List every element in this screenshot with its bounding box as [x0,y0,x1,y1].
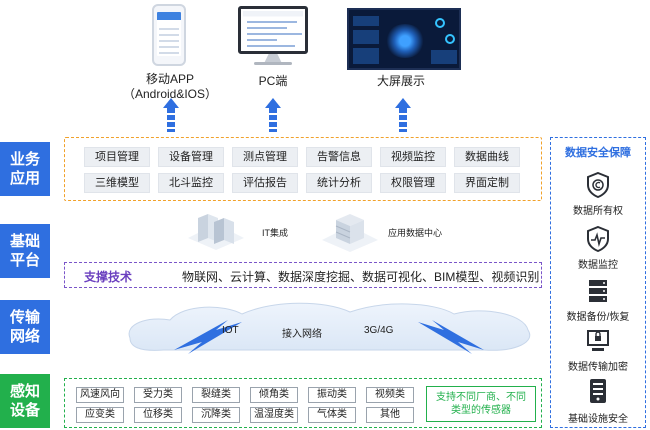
lightning-bolt-right-icon [418,320,484,354]
network-cloud-illustration [128,302,531,354]
module-chip: 数据曲线 [454,147,520,167]
sensor-chip: 视频类 [366,387,414,403]
sensor-chip: 气体类 [308,407,356,423]
layer-label-sensing: 感知设备 [0,374,50,428]
pc-label: PC端 [258,74,288,88]
security-panel [550,137,646,428]
security-item-monitoring: 数据监控 [578,260,618,271]
mobile-app-label: 移动APP [145,72,194,86]
module-chip: 项目管理 [84,147,150,167]
module-chip: 北斗监控 [158,173,224,193]
sensor-chip: 倾角类 [250,387,298,403]
it-integration-icon [188,214,244,250]
layer-label-business: 业务应用 [0,142,50,196]
module-chip: 统计分析 [306,173,372,193]
security-item-ownership: 数据所有权 [573,206,623,217]
network-cellular-label: 3G/4G [364,325,394,336]
pc-base [254,62,292,65]
sensor-chip: 其他 [366,407,414,423]
sensor-frame: 风速风向 受力类 裂缝类 倾角类 振动类 视频类 应变类 位移类 沉降类 温湿度… [64,378,542,428]
sensor-chip: 受力类 [134,387,182,403]
security-item-backup: 数据备份/恢复 [566,312,630,323]
sensor-chip: 应变类 [76,407,124,423]
server-icon [590,379,606,403]
lightning-bolt-left-icon [174,320,242,354]
layer-label-transport: 传输网络 [0,300,50,354]
arrow-up-icon [265,98,281,132]
mobile-platform-label: （Android&IOS） [122,87,218,101]
copyright-shield-icon [587,172,609,198]
sensor-chip: 振动类 [308,387,356,403]
lock-transfer-icon [587,330,609,351]
sensor-chip: 位移类 [134,407,182,423]
pc-monitor-illustration [238,6,308,54]
sensor-chip: 裂缝类 [192,387,240,403]
sensor-chip: 风速风向 [76,387,124,403]
security-title: 数据安全保障 [565,147,631,159]
sensor-chip: 温湿度类 [250,407,298,423]
arrow-up-icon [163,98,179,132]
layer-label-platform: 基础平台 [0,224,50,278]
app-datacenter-label: 应用数据中心 [388,228,443,238]
module-chip: 界面定制 [454,173,520,193]
module-chip: 视频监控 [380,147,446,167]
module-chip: 告警信息 [306,147,372,167]
module-chip: 测点管理 [232,147,298,167]
mobile-phone-illustration [152,4,186,66]
module-chip: 设备管理 [158,147,224,167]
big-screen-illustration [347,8,461,70]
support-tech-title: 支撑技术 [84,270,133,284]
module-chip: 评估报告 [232,173,298,193]
pc-stand [264,54,282,63]
network-iot-label: IOT [222,325,239,336]
it-integration-label: IT集成 [262,228,288,238]
database-icon [589,280,607,302]
big-screen-label: 大屏展示 [376,74,425,88]
module-chip: 三维模型 [84,173,150,193]
arrow-up-icon [395,98,411,132]
app-datacenter-icon [322,214,378,252]
network-access-label: 接入网络 [282,329,322,340]
support-tech-frame [64,262,542,288]
support-tech-list: 物联网、云计算、数据深度挖掘、数据可视化、BIM模型、视频识别 [182,270,540,284]
sensor-chip: 沉降类 [192,407,240,423]
sensor-compat-note: 支持不同厂商、不同类型的传感器 [426,386,536,422]
module-chip: 权限管理 [380,173,446,193]
business-modules-frame: 项目管理 设备管理 测点管理 告警信息 视频监控 数据曲线 三维模型 北斗监控 … [64,137,542,201]
security-item-encryption: 数据传输加密 [568,362,628,373]
security-item-infrastructure: 基础设施安全 [568,414,628,425]
pulse-shield-icon [587,226,609,252]
